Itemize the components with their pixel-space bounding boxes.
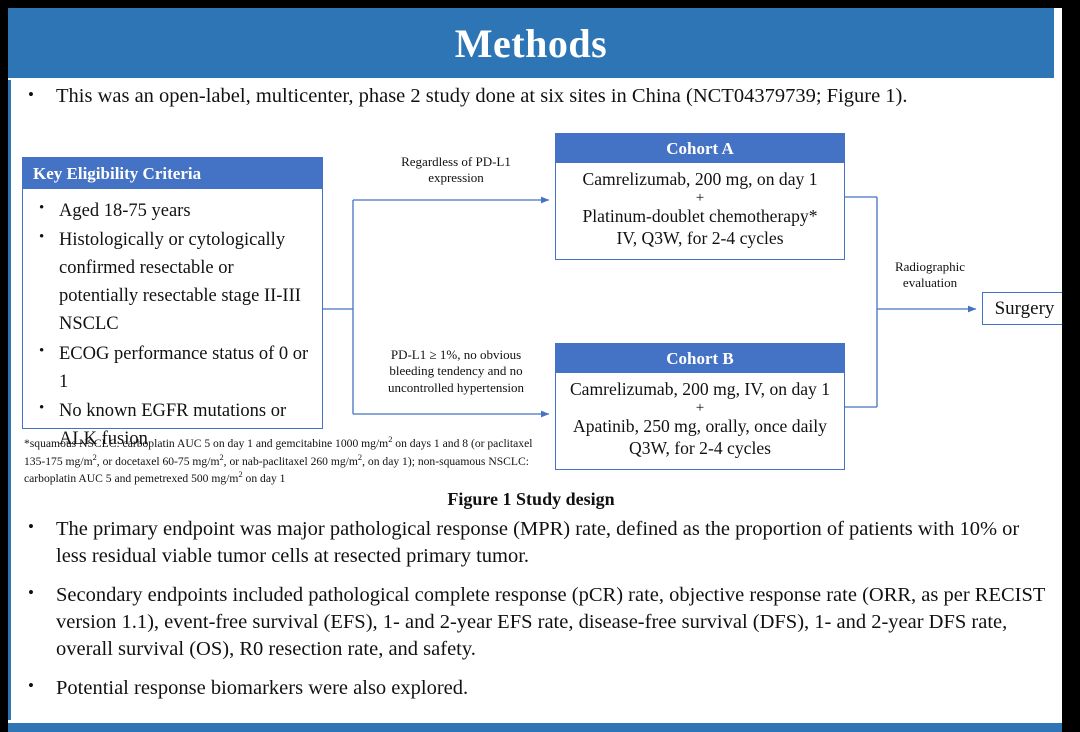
footnote-part-a: *squamous NSCLC: carboplatin AUC 5 on da… [24, 436, 389, 450]
surgery-box: Surgery [982, 292, 1062, 325]
cohort-a-box: Cohort A Camrelizumab, 200 mg, on day 1 … [555, 133, 845, 260]
edge-label-line: bleeding tendency and no [389, 363, 523, 379]
list-item: • Secondary endpoints included pathologi… [22, 582, 1052, 662]
cohort-a-line-2: Platinum-doublet chemotherapy* [582, 205, 818, 226]
chemotherapy-footnote: *squamous NSCLC: carboplatin AUC 5 on da… [24, 434, 544, 487]
edge-label-line: uncontrolled hypertension [387, 379, 525, 395]
cohort-a-line-1: Camrelizumab, 200 mg, on day 1 [582, 169, 818, 189]
edge-label-line: Radiographic [894, 259, 966, 274]
list-item: • Aged 18-75 years [29, 197, 316, 225]
cohort-a-line-3: IV, Q3W, for 2-4 cycles [616, 227, 784, 248]
bullet-marker: • [28, 85, 34, 104]
footnote-part-b: on days 1 and 8 (or paclitaxel 135-175 m… [24, 436, 533, 468]
footnote-sup: 2 [388, 435, 393, 444]
list-item: • The primary endpoint was major patholo… [22, 516, 1052, 569]
edge-label-line: PD-L1 ≥ 1%, no obvious [390, 347, 522, 362]
cohort-a-plus: + [695, 189, 705, 206]
footnote-part-c: , or docetaxel 60-75 mg/m [96, 454, 220, 468]
study-design-diagram: Key Eligibility Criteria • Aged 18-75 ye… [8, 124, 1062, 494]
eligibility-item-text: Histologically or cytologically confirme… [59, 230, 301, 335]
bullet-marker: • [39, 342, 45, 359]
lead-bullet: • This was an open-label, multicenter, p… [22, 84, 1042, 110]
edge-label-line: Regardless of PD-L1 [401, 154, 511, 169]
bottom-accent-bar [8, 723, 1062, 732]
lead-bullet-text: This was an open-label, multicenter, pha… [56, 85, 908, 107]
cohort-b-header: Cohort B [556, 344, 844, 373]
edge-label-regardless-pdl1: Regardless of PD-L1 expression [376, 154, 536, 187]
title-banner: Methods [8, 8, 1054, 78]
bullet-text: The primary endpoint was major pathologi… [56, 518, 1020, 567]
slide-canvas: Methods • This was an open-label, multic… [8, 8, 1062, 732]
footnote-sup: 2 [238, 470, 243, 480]
cohort-b-body: Camrelizumab, 200 mg, IV, on day 1 + Apa… [556, 373, 844, 459]
eligibility-list: • Aged 18-75 years • Histologically or c… [23, 189, 322, 453]
cohort-b-line-3: Q3W, for 2-4 cycles [628, 437, 771, 458]
page-title: Methods [454, 21, 608, 66]
bullet-marker: • [39, 399, 45, 416]
eligibility-header: Key Eligibility Criteria [23, 158, 322, 189]
cohort-a-body: Camrelizumab, 200 mg, on day 1 + Platinu… [556, 163, 844, 249]
list-item: • Histologically or cytologically confir… [29, 226, 316, 338]
eligibility-item-text: Aged 18-75 years [59, 201, 191, 221]
cohort-b-plus: + [695, 399, 705, 416]
footnote-part-e: , on day 1); non-squamous NSCLC: carbopl… [24, 454, 529, 486]
diagram-connectors [323, 196, 977, 418]
edge-label-radiographic-evaluation: Radiographic evaluation [880, 259, 980, 292]
bullet-text: Secondary endpoints included pathologica… [56, 584, 1046, 660]
bullet-marker: • [39, 229, 45, 246]
list-item: • Potential response biomarkers were als… [22, 675, 1052, 702]
bullet-marker: • [28, 517, 34, 536]
eligibility-criteria-box: Key Eligibility Criteria • Aged 18-75 ye… [22, 157, 323, 449]
bullet-marker: • [28, 676, 34, 696]
eligibility-item-text: No known EGFR mutations or ALK fusion [59, 400, 287, 449]
left-accent-rule [8, 80, 11, 720]
bullet-marker: • [39, 200, 45, 216]
footnote-sup: 2 [92, 452, 97, 462]
cohort-a-header: Cohort A [556, 134, 844, 163]
footnote-sup: 2 [219, 452, 224, 462]
cohort-b-line-2: Apatinib, 250 mg, orally, once daily [573, 415, 827, 436]
bullet-marker: • [28, 583, 34, 603]
footnote-sup: 2 [357, 452, 363, 462]
eligibility-item-text: ECOG performance status of 0 or 1 [59, 343, 309, 392]
surgery-label: Surgery [994, 298, 1055, 319]
list-item: • No known EGFR mutations or ALK fusion [29, 397, 316, 453]
endpoints-bullet-list: • The primary endpoint was major patholo… [22, 516, 1052, 715]
cohort-b-box: Cohort B Camrelizumab, 200 mg, IV, on da… [555, 343, 845, 470]
edge-label-pdl1-criteria: PD-L1 ≥ 1%, no obvious bleeding tendency… [358, 347, 554, 396]
edge-label-line: evaluation [902, 275, 958, 291]
cohort-b-line-1: Camrelizumab, 200 mg, IV, on day 1 [569, 379, 831, 399]
edge-label-line: expression [428, 170, 484, 186]
footnote-part-d: , or nab-paclitaxel 260 mg/m [223, 454, 358, 468]
bullet-text: Potential response biomarkers were also … [56, 677, 469, 700]
footnote-part-f: on day 1 [242, 472, 286, 486]
figure-caption: Figure 1 Study design [447, 489, 615, 509]
list-item: • ECOG performance status of 0 or 1 [29, 340, 316, 396]
